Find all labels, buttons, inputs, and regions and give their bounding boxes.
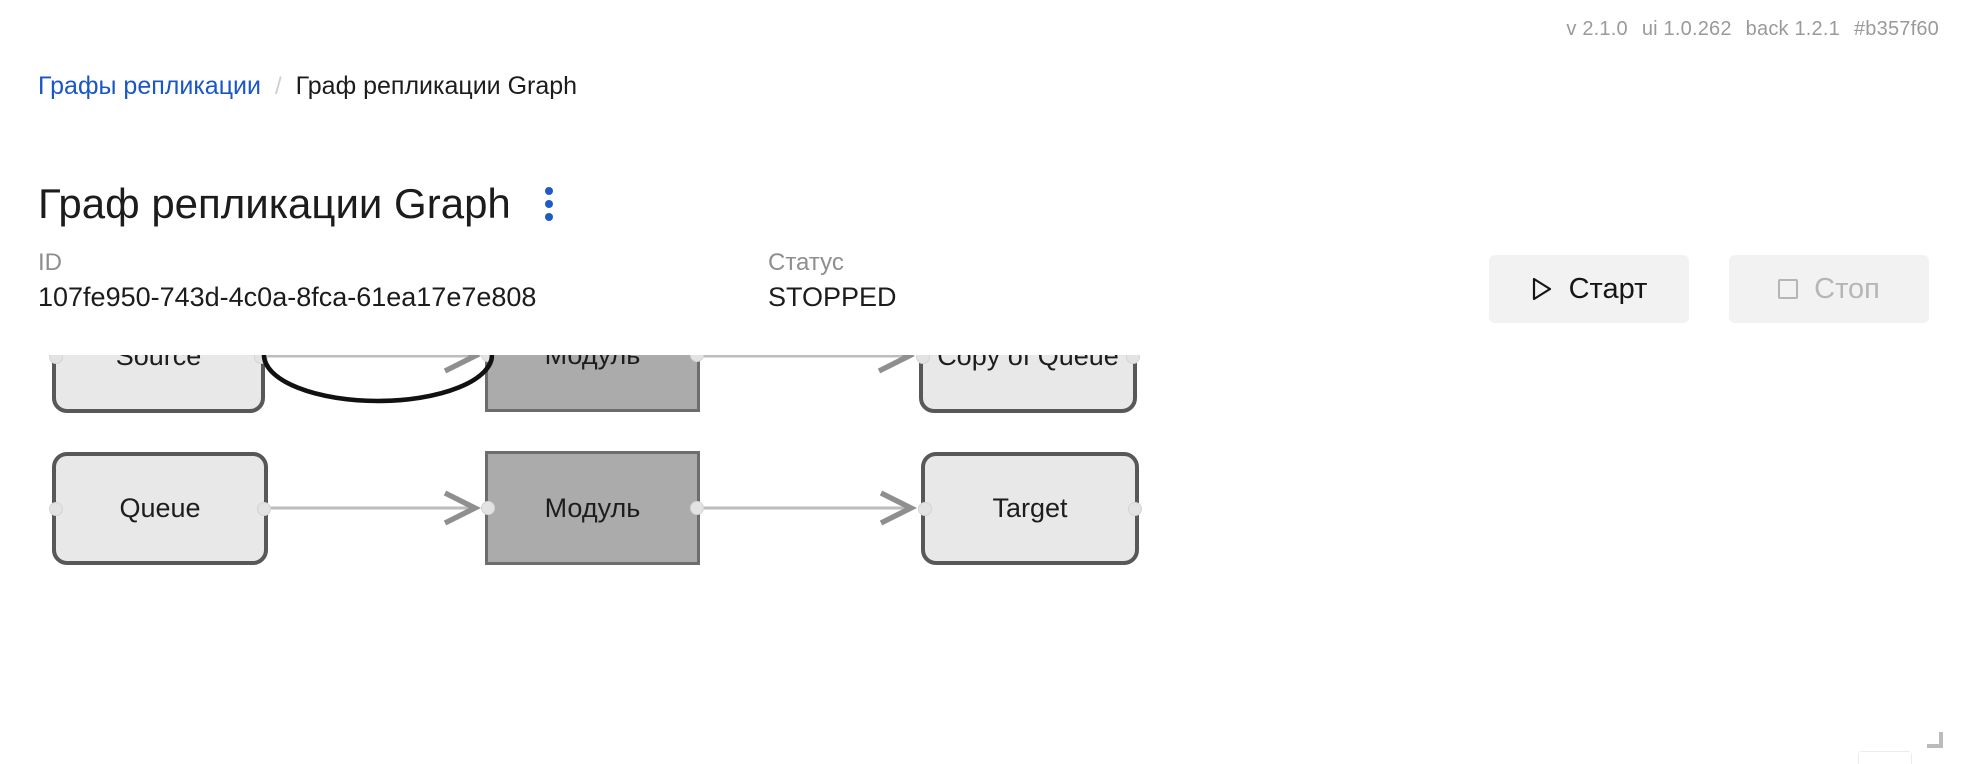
kebab-menu-icon[interactable]: [537, 181, 561, 227]
node-handle-right[interactable]: [257, 501, 271, 516]
stop-button[interactable]: Стоп: [1729, 255, 1929, 323]
node-handle-left[interactable]: [481, 355, 495, 362]
node-handle-right[interactable]: [690, 355, 704, 362]
id-value: 107fe950-743d-4c0a-8fca-61ea17e7e808: [38, 282, 537, 312]
meta-field-id: ID 107fe950-743d-4c0a-8fca-61ea17e7e808: [38, 248, 768, 315]
meta-field-status: Статус STOPPED: [768, 248, 897, 315]
action-buttons: Старт Стоп: [1489, 255, 1929, 323]
graph-node-label: Модуль: [544, 492, 641, 523]
status-label: Статус: [768, 249, 844, 276]
title-row: Граф репликации Graph: [38, 155, 561, 253]
version-bar: v 2.1.0 ui 1.0.262 back 1.2.1 #b357f60: [1566, 18, 1939, 41]
graph-node-module-top[interactable]: Модуль: [481, 355, 704, 412]
graph-node-label: Copy of Queue: [937, 355, 1119, 371]
id-label: ID: [38, 249, 62, 276]
page-title: Граф репликации Graph: [38, 180, 511, 228]
zoom-in-button[interactable]: [1859, 752, 1911, 764]
graph-node-module-bottom[interactable]: Модуль: [481, 451, 704, 565]
start-button[interactable]: Старт: [1489, 255, 1689, 323]
kebab-dot: [544, 187, 553, 196]
breadcrumb: Графы репликации / Граф репликации Graph: [38, 72, 577, 101]
graph-controls: [1859, 752, 1911, 764]
commit-hash: #b357f60: [1853, 18, 1939, 40]
kebab-dot: [544, 213, 553, 222]
graph-node-queue[interactable]: Queue: [49, 452, 271, 565]
graph-node-label: Source: [115, 355, 202, 371]
start-button-label: Старт: [1568, 272, 1648, 305]
ui-version: ui 1.0.262: [1641, 18, 1732, 40]
breadcrumb-current: Граф репликации Graph: [295, 72, 578, 100]
graph-node-target[interactable]: Target: [918, 452, 1142, 565]
node-handle-right[interactable]: [690, 501, 704, 515]
node-handle-left[interactable]: [481, 501, 495, 515]
meta-row: ID 107fe950-743d-4c0a-8fca-61ea17e7e808 …: [38, 248, 897, 315]
graph-node-label: Target: [992, 493, 1068, 523]
graph-node-label: Queue: [119, 493, 201, 523]
node-handle-left[interactable]: [918, 501, 932, 516]
resize-handle[interactable]: [1925, 730, 1945, 750]
stop-button-label: Стоп: [1814, 272, 1880, 305]
stop-square-icon: [1778, 279, 1799, 299]
graph-node-label: Модуль: [545, 355, 641, 371]
graph-canvas[interactable]: SourceМодульCopy of QueueQueueМодульTarg…: [0, 355, 1963, 764]
node-handle-left[interactable]: [916, 355, 930, 364]
ellipse-annotation: [261, 355, 495, 404]
breadcrumb-separator: /: [274, 73, 282, 100]
node-handle-left[interactable]: [49, 501, 63, 516]
node-handle-right[interactable]: [254, 355, 268, 364]
kebab-dot: [544, 200, 553, 209]
breadcrumb-link-parent[interactable]: Графы репликации: [38, 72, 261, 100]
node-handle-right[interactable]: [1126, 355, 1140, 364]
node-handle-right[interactable]: [1128, 501, 1142, 516]
play-icon: [1531, 277, 1553, 301]
graph-node-source[interactable]: Source: [49, 355, 268, 413]
app-version: v 2.1.0: [1566, 18, 1628, 40]
node-handle-left[interactable]: [49, 355, 63, 364]
graph-node-copy-of-queue[interactable]: Copy of Queue: [916, 355, 1140, 413]
backend-version: back 1.2.1: [1745, 18, 1840, 40]
status-value: STOPPED: [768, 282, 897, 312]
